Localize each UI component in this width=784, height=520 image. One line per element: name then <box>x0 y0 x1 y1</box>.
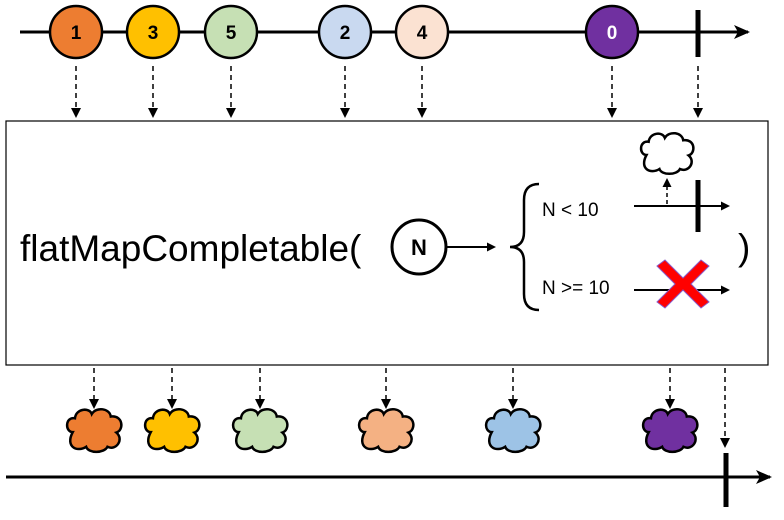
input-marble-label: 5 <box>226 23 237 44</box>
input-marble: 0 <box>584 4 640 60</box>
input-marble-label: 0 <box>607 23 618 44</box>
input-marble-circle <box>584 4 640 60</box>
input-marble: 4 <box>394 4 450 60</box>
input-marble-circle <box>317 4 373 60</box>
input-marble: 2 <box>317 4 373 60</box>
input-marble-label: 3 <box>148 23 159 44</box>
branch-condition-lt: N < 10 <box>542 200 599 221</box>
input-marble: 5 <box>203 4 259 60</box>
operator-name: flatMapCompletable( <box>20 228 362 269</box>
input-marble: 1 <box>48 4 104 60</box>
param-circle <box>390 218 448 276</box>
branch-condition-gte: N >= 10 <box>542 278 610 299</box>
completable-cloud-icon <box>143 408 201 454</box>
input-marble-circle <box>203 4 259 60</box>
operator-box <box>5 120 769 366</box>
input-marble-circle <box>394 4 450 60</box>
operator-close-paren: ) <box>738 227 750 268</box>
error-x-icon <box>656 259 710 309</box>
input-marble-label: 1 <box>71 23 82 44</box>
input-marble-label: 2 <box>340 23 351 44</box>
completable-cloud-icon <box>484 408 542 454</box>
condition-brace <box>509 182 540 312</box>
param-label: N <box>411 235 427 260</box>
completable-cloud-icon <box>357 408 415 454</box>
completable-cloud-icon <box>231 408 289 454</box>
input-marble: 3 <box>125 4 181 60</box>
input-marble-circle <box>125 4 181 60</box>
input-marble-label: 4 <box>417 23 428 44</box>
completable-cloud-icon <box>641 408 699 454</box>
input-marble-circle <box>48 4 104 60</box>
completable-cloud-icon <box>65 408 123 454</box>
completed-cloud-icon <box>639 132 695 176</box>
